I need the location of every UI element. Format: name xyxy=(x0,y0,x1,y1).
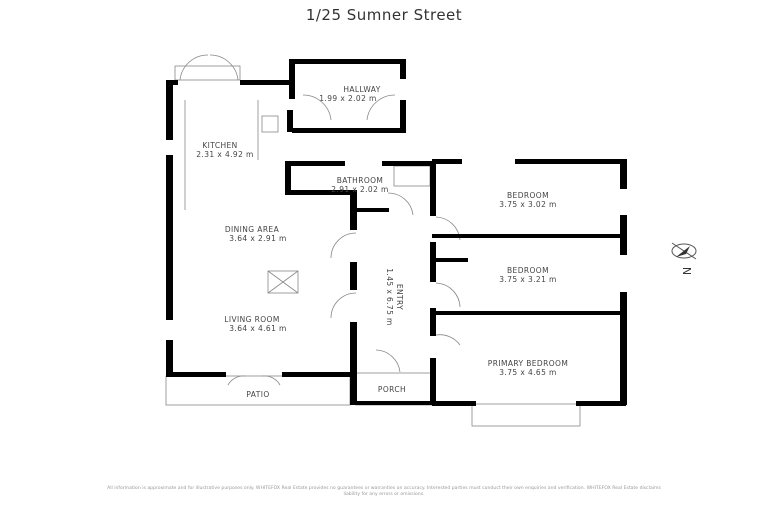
primary-size: 3.75 x 4.65 m xyxy=(499,368,557,377)
compass-icon: N xyxy=(671,242,697,275)
entry-size: 1.45 x 6.75 m xyxy=(385,268,394,326)
hallway-name: HALLWAY xyxy=(343,85,380,94)
entry-name: ENTRY xyxy=(395,284,404,310)
room-labels: HALLWAY 1.99 x 2.02 m KITCHEN 2.31 x 4.9… xyxy=(196,85,568,399)
bedroom1-size: 3.75 x 3.02 m xyxy=(499,200,557,209)
dining-size: 3.64 x 2.91 m xyxy=(229,234,287,243)
bedroom2-size: 3.75 x 3.21 m xyxy=(499,275,557,284)
walls xyxy=(166,59,627,406)
living-size: 3.64 x 4.61 m xyxy=(229,324,287,333)
living-name: LIVING ROOM xyxy=(224,315,279,324)
bedroom1-name: BEDROOM xyxy=(507,191,549,200)
porch-name: PORCH xyxy=(378,385,406,394)
compass-label: N xyxy=(681,267,694,275)
patio-name: PATIO xyxy=(246,390,269,399)
bedroom2-name: BEDROOM xyxy=(507,266,549,275)
hallway-size: 1.99 x 2.02 m xyxy=(319,94,377,103)
kitchen-size: 2.31 x 4.92 m xyxy=(196,150,254,159)
dining-name: DINING AREA xyxy=(225,225,280,234)
bathroom-size: 2.91 x 2.02 m xyxy=(331,185,389,194)
disclaimer: All information is approximate and for i… xyxy=(107,486,661,497)
primary-name: PRIMARY BEDROOM xyxy=(488,359,568,368)
bathroom-name: BATHROOM xyxy=(337,176,384,185)
kitchen-name: KITCHEN xyxy=(202,141,237,150)
page-title: 1/25 Sumner Street xyxy=(305,6,463,24)
